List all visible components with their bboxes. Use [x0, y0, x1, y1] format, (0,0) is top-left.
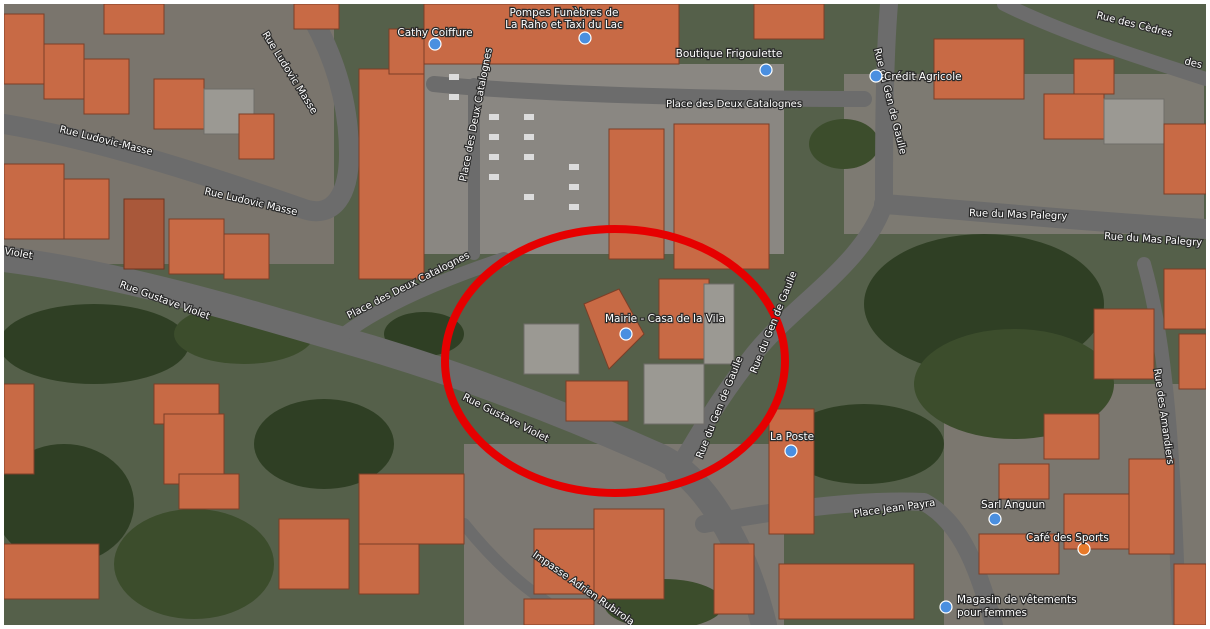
map-pin-icon: [988, 512, 1002, 526]
poi-label: Mairie - Casa de la Vila: [605, 313, 725, 325]
map-pin-icon: [428, 37, 442, 51]
parked-cars: [449, 74, 579, 210]
map-pin-icon: [939, 600, 953, 614]
poi-label: Cathy Coiffure: [397, 27, 472, 39]
poi-pompes-funebres[interactable]: Pompes Funèbres de La Raho et Taxi du La…: [504, 6, 624, 45]
poi-magasin-vetements[interactable]: Magasin de vêtements pour femmes: [939, 593, 1078, 620]
poi-label: Café des Sports: [1026, 532, 1109, 544]
poi-label: Crédit Agricole: [884, 71, 962, 83]
poi-cathy-coiffure[interactable]: Cathy Coiffure: [396, 26, 474, 51]
poi-cafe-des-sports[interactable]: Café des Sports: [1025, 531, 1110, 556]
highlight-circle: [441, 225, 789, 497]
road-network: [4, 4, 1206, 625]
poi-label: Boutique Frigoulette: [676, 48, 783, 60]
poi-sarl-anguun[interactable]: Sarl Anguun: [980, 498, 1046, 526]
street-label-mas-palegry-west: Rue du Mas Palegry: [969, 208, 1068, 222]
poi-credit-agricole[interactable]: Crédit Agricole: [869, 69, 963, 84]
poi-label: La Poste: [770, 431, 814, 443]
poi-mairie[interactable]: Mairie - Casa de la Vila: [604, 312, 726, 341]
poi-la-poste[interactable]: La Poste: [769, 430, 815, 458]
poi-boutique-frigoulette[interactable]: Boutique Frigoulette: [674, 47, 784, 77]
poi-label: Sarl Anguun: [981, 499, 1045, 511]
vegetation: [4, 119, 1114, 625]
map-pin-icon: [619, 327, 633, 341]
map-pin-icon: [784, 444, 798, 458]
map-pin-icon: [759, 63, 773, 77]
poi-label-line-2: La Raho et Taxi du Lac: [505, 19, 623, 31]
map-pin-icon: [578, 31, 592, 45]
map-pin-icon: [869, 69, 883, 83]
poi-label-line-1: Pompes Funèbres de: [510, 7, 619, 19]
cafe-pin-icon: [1077, 542, 1091, 556]
poi-label-line-1: Magasin de vêtements: [957, 594, 1077, 606]
buildings: [4, 4, 1206, 625]
poi-label-line-2: pour femmes: [957, 607, 1027, 619]
street-label-deux-catalognes-north: Place des Deux Catalognes: [666, 99, 802, 110]
satellite-map[interactable]: Rue Ludovic Masse Rue Ludovic-Masse Rue …: [4, 4, 1206, 625]
